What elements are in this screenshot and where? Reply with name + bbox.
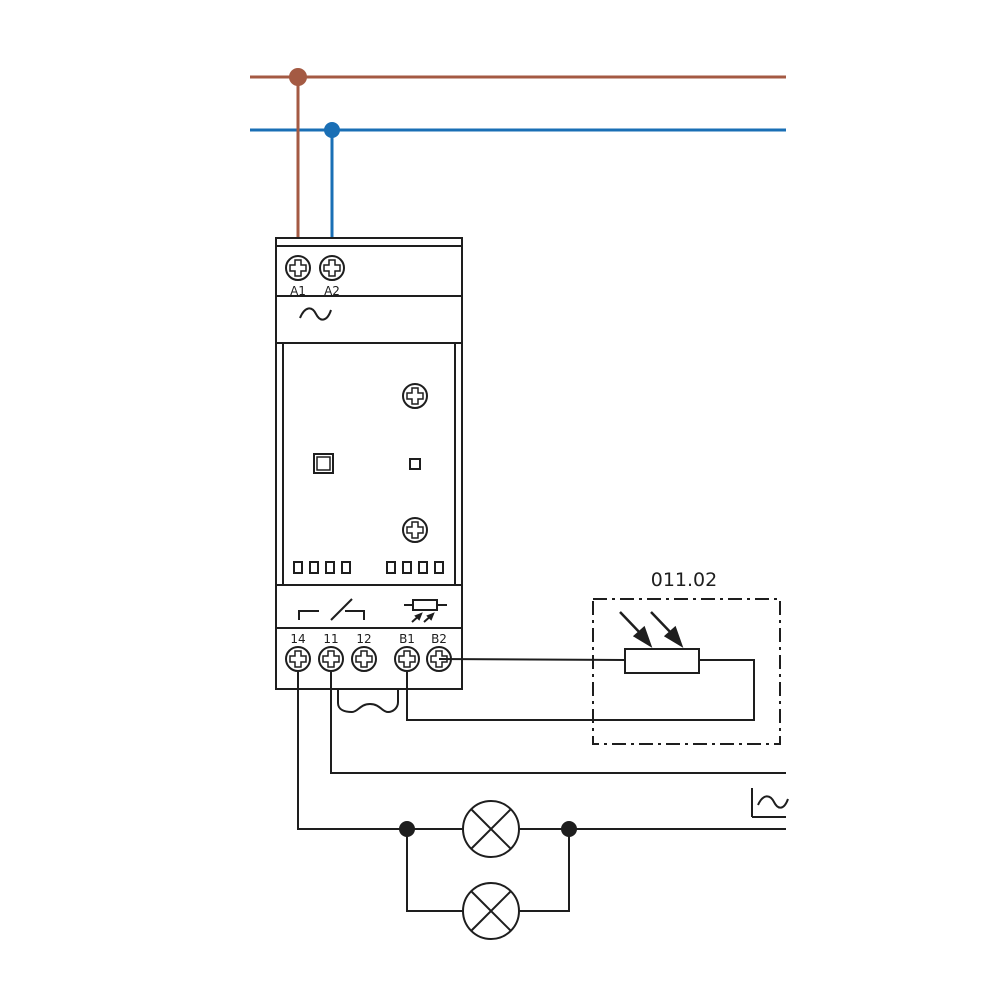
terminal-label-12: 12 — [356, 632, 371, 646]
lamp-junction-right — [561, 821, 577, 837]
screw-11-icon — [318, 646, 344, 672]
sensor-module-label: 011.02 — [651, 569, 717, 591]
terminal-labels: A1 A2 14 11 12 B1 B2 — [290, 284, 447, 646]
terminal-14-wire — [297, 672, 786, 830]
supply-lines — [250, 68, 786, 268]
light-arrow-icons — [619, 611, 684, 648]
device-front — [293, 453, 444, 574]
led-indicator — [313, 453, 334, 474]
terminal-label-a1: A1 — [290, 284, 306, 298]
tilde-icon — [299, 307, 332, 321]
photoresistor-icon — [404, 599, 447, 623]
sensor-module-boundary — [592, 598, 781, 745]
vent-slots-right — [386, 561, 444, 574]
terminal-label-11: 11 — [323, 632, 338, 646]
sensor-module: 011.02 — [592, 569, 781, 745]
adjust-screw-top-icon — [402, 383, 428, 409]
circuit-wires — [297, 658, 786, 912]
screw-14-icon — [285, 646, 311, 672]
terminal-11-wire — [330, 672, 786, 774]
sensor-return-wire — [406, 659, 755, 721]
photoresistor-body — [624, 648, 700, 674]
terminal-screws — [285, 255, 452, 672]
housing-outline — [275, 237, 463, 690]
screw-a2-icon — [319, 255, 345, 281]
b2-to-sensor-wire — [438, 658, 626, 661]
terminal-label-a2: A2 — [324, 284, 340, 298]
screw-12-icon — [351, 646, 377, 672]
changeover-contact-icon — [298, 598, 365, 621]
vent-slots-left — [293, 561, 351, 574]
terminal-label-b1: B1 — [399, 632, 415, 646]
screw-a1-icon — [285, 255, 311, 281]
lamp-junction-left — [399, 821, 415, 837]
adjust-screw-bottom-icon — [402, 517, 428, 543]
terminal-label-b2: B2 — [431, 632, 447, 646]
din-rail-clip — [337, 690, 399, 714]
center-indicator — [409, 458, 421, 470]
relay-housing — [275, 237, 463, 690]
screw-b1-icon — [394, 646, 420, 672]
lamp-icon — [462, 882, 520, 940]
terminal-label-14: 14 — [290, 632, 305, 646]
lamp-icon — [462, 800, 520, 858]
tilde-icon — [751, 788, 789, 818]
